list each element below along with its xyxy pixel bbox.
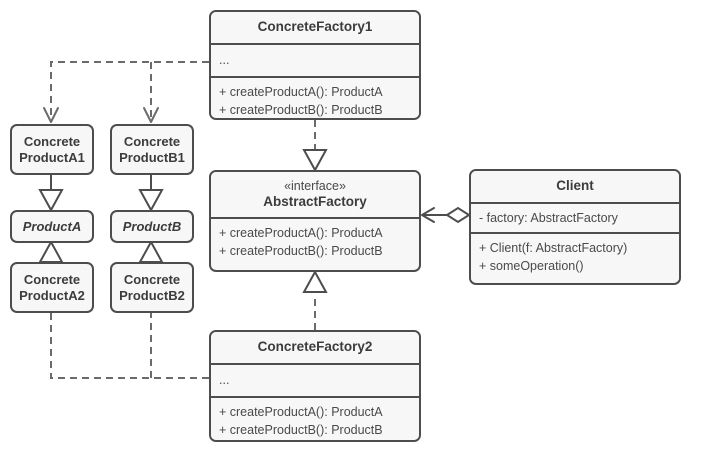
operations-compartment: + createProductA(): ProductA + createPro… xyxy=(211,396,419,440)
dependency-factory1-to-products xyxy=(50,61,209,118)
class-name-line1: Concrete xyxy=(123,271,181,287)
class-name-line2: ProductB1 xyxy=(119,149,185,165)
attribute-row: - factory: AbstractFactory xyxy=(479,211,618,225)
operation-row: + someOperation() xyxy=(479,259,584,273)
class-product-b[interactable]: ProductB xyxy=(110,210,194,243)
operation-row: + Client(f: AbstractFactory) xyxy=(479,241,628,255)
attribute-row: ... xyxy=(219,53,230,67)
aggregation-diamond xyxy=(445,206,471,224)
operations-compartment: + createProductA(): ProductA + createPro… xyxy=(211,76,419,118)
class-name-compartment: «interface» AbstractFactory xyxy=(211,172,419,217)
class-concrete-product-a1[interactable]: Concrete ProductA1 xyxy=(10,124,94,175)
operation-row: + createProductB(): ProductB xyxy=(219,244,383,258)
class-name-line1: Concrete xyxy=(123,133,181,149)
aggregation-arrowhead xyxy=(421,207,435,223)
class-name-line2: ProductB2 xyxy=(119,287,185,303)
attributes-compartment: ... xyxy=(211,363,419,396)
attribute-row: ... xyxy=(219,373,230,387)
class-name-line2: ProductA2 xyxy=(19,287,85,303)
stereotype-label: «interface» xyxy=(284,179,346,193)
class-name-compartment: ConcreteFactory1 xyxy=(211,12,419,43)
operations-compartment: + Client(f: AbstractFactory) + someOpera… xyxy=(471,232,679,280)
class-name: ProductA xyxy=(22,218,82,234)
attributes-compartment: - factory: AbstractFactory xyxy=(471,202,679,232)
generalization-triangle-b1-productb xyxy=(138,189,164,213)
operation-row: + createProductB(): ProductB xyxy=(219,423,383,437)
class-name-line2: ProductA1 xyxy=(19,149,85,165)
class-concrete-product-b2[interactable]: Concrete ProductB2 xyxy=(110,262,194,313)
class-concrete-product-b1[interactable]: Concrete ProductB1 xyxy=(110,124,194,175)
operation-row: + createProductB(): ProductB xyxy=(219,103,383,117)
class-name-line1: Concrete xyxy=(23,133,81,149)
realization-triangle-factory2 xyxy=(302,269,328,293)
class-name: ProductB xyxy=(122,218,182,234)
class-name: ConcreteFactory1 xyxy=(257,19,373,34)
dependency-arrowhead-product-b1 xyxy=(143,107,159,123)
class-name-line1: Concrete xyxy=(23,271,81,287)
generalization-triangle-a2-producta xyxy=(38,239,64,263)
class-client[interactable]: Client - factory: AbstractFactory + Clie… xyxy=(469,169,681,285)
generalization-triangle-a1-producta xyxy=(38,189,64,213)
class-product-a[interactable]: ProductA xyxy=(10,210,94,243)
class-name-compartment: ConcreteFactory2 xyxy=(211,332,419,363)
class-name: Client xyxy=(556,178,594,193)
class-concrete-factory-2[interactable]: ConcreteFactory2 ... + createProductA():… xyxy=(209,330,421,442)
operation-row: + createProductA(): ProductA xyxy=(219,226,383,240)
generalization-triangle-b2-productb xyxy=(138,239,164,263)
class-abstract-factory[interactable]: «interface» AbstractFactory + createProd… xyxy=(209,170,421,272)
attributes-compartment: ... xyxy=(211,43,419,76)
dependency-arrowhead-product-a1 xyxy=(43,107,59,123)
class-name-compartment: Client xyxy=(471,171,679,202)
operations-compartment: + createProductA(): ProductA + createPro… xyxy=(211,217,419,265)
operation-row: + createProductA(): ProductA xyxy=(219,405,383,419)
class-name: AbstractFactory xyxy=(263,194,367,209)
class-concrete-product-a2[interactable]: Concrete ProductA2 xyxy=(10,262,94,313)
class-concrete-factory-1[interactable]: ConcreteFactory1 ... + createProductA():… xyxy=(209,10,421,120)
realization-triangle-factory1 xyxy=(302,149,328,173)
class-name: ConcreteFactory2 xyxy=(257,339,373,354)
operation-row: + createProductA(): ProductA xyxy=(219,85,383,99)
